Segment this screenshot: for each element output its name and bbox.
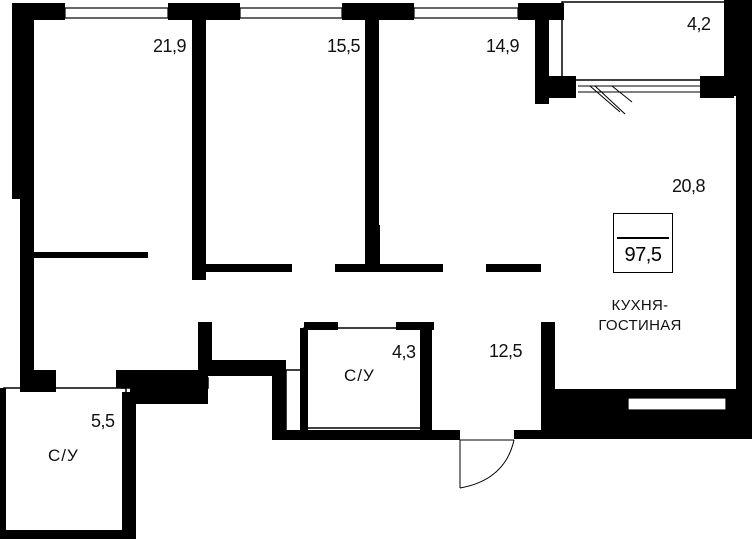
wall-hall-left-stub bbox=[198, 322, 212, 370]
area-bedroom-2: 15,5 bbox=[327, 36, 361, 56]
window-3 bbox=[413, 7, 519, 19]
wall-bath2-top bbox=[116, 370, 208, 388]
wall-bedroom3-bottom-left bbox=[335, 264, 443, 272]
wall-kitchen-bottom-4 bbox=[541, 410, 752, 439]
wall-right bbox=[736, 96, 752, 439]
balcony-door-leaf bbox=[611, 85, 633, 103]
wall-bath1-right bbox=[420, 322, 432, 434]
wall-bedroom3-bottom-right bbox=[486, 264, 541, 272]
wall-bath1-left bbox=[272, 360, 286, 440]
room-name-line-1: КУХНЯ- bbox=[611, 297, 669, 314]
wall-bath1-top bbox=[304, 322, 338, 330]
wall-bath2-bottom bbox=[0, 530, 136, 539]
wall-bedroom1-bottom-bar bbox=[34, 252, 148, 258]
wall-left-mid bbox=[20, 199, 34, 374]
wall-balcony-bottom-right bbox=[700, 76, 734, 98]
wall-left-upper bbox=[12, 3, 34, 199]
balcony-door-swing bbox=[589, 85, 621, 113]
window-2 bbox=[239, 7, 343, 19]
window-1 bbox=[64, 7, 169, 19]
total-area-bar bbox=[617, 237, 669, 239]
wall-left-corner bbox=[20, 370, 56, 392]
wall-bath2-right bbox=[122, 392, 136, 537]
wall-top-1 bbox=[168, 3, 240, 20]
wall-partition-2 bbox=[365, 18, 379, 270]
entry-door-swing bbox=[459, 439, 515, 489]
wall-bath1-bottom bbox=[272, 430, 460, 440]
total-area-value: 97,5 bbox=[624, 244, 662, 266]
label-bathroom-1: С/У bbox=[344, 366, 375, 385]
area-balcony: 4,2 bbox=[687, 14, 711, 34]
wall-partition-3 bbox=[535, 18, 549, 104]
wall-top-2 bbox=[342, 3, 414, 20]
area-bathroom-2: 5,5 bbox=[91, 411, 115, 431]
area-bathroom-1: 4,3 bbox=[392, 342, 416, 362]
room-name-line-2: ГОСТИНАЯ bbox=[598, 317, 682, 334]
wall-hall-mid bbox=[208, 360, 274, 376]
wall-balcony-bottom-left bbox=[548, 76, 576, 98]
wall-bath1-top-right bbox=[396, 322, 434, 330]
label-bathroom-2: С/У bbox=[48, 446, 79, 465]
room-name-kitchen-living: КУХНЯ- ГОСТИНАЯ bbox=[585, 296, 695, 336]
area-kitchen-living: 20,8 bbox=[672, 176, 706, 196]
wall-entry-right bbox=[514, 430, 554, 439]
wall-bedroom-stub-2 bbox=[372, 225, 380, 270]
wall-bath1-pillar bbox=[300, 328, 308, 430]
wall-bath2-top-2 bbox=[130, 384, 208, 404]
total-area-box: 97,5 bbox=[613, 213, 673, 273]
wall-partition-1 bbox=[192, 18, 206, 280]
area-bedroom-3: 14,9 bbox=[486, 36, 520, 56]
area-hallway: 12,5 bbox=[489, 341, 523, 361]
wall-bedroom2-bottom bbox=[206, 264, 292, 272]
wall-bath2-left bbox=[0, 388, 6, 539]
window-kitchen bbox=[627, 397, 727, 411]
area-bedroom-1: 21,9 bbox=[153, 36, 187, 56]
wall-bedroom-stub bbox=[200, 220, 206, 280]
balcony-door-swing-2 bbox=[594, 85, 626, 115]
wall-top-3 bbox=[518, 3, 564, 20]
